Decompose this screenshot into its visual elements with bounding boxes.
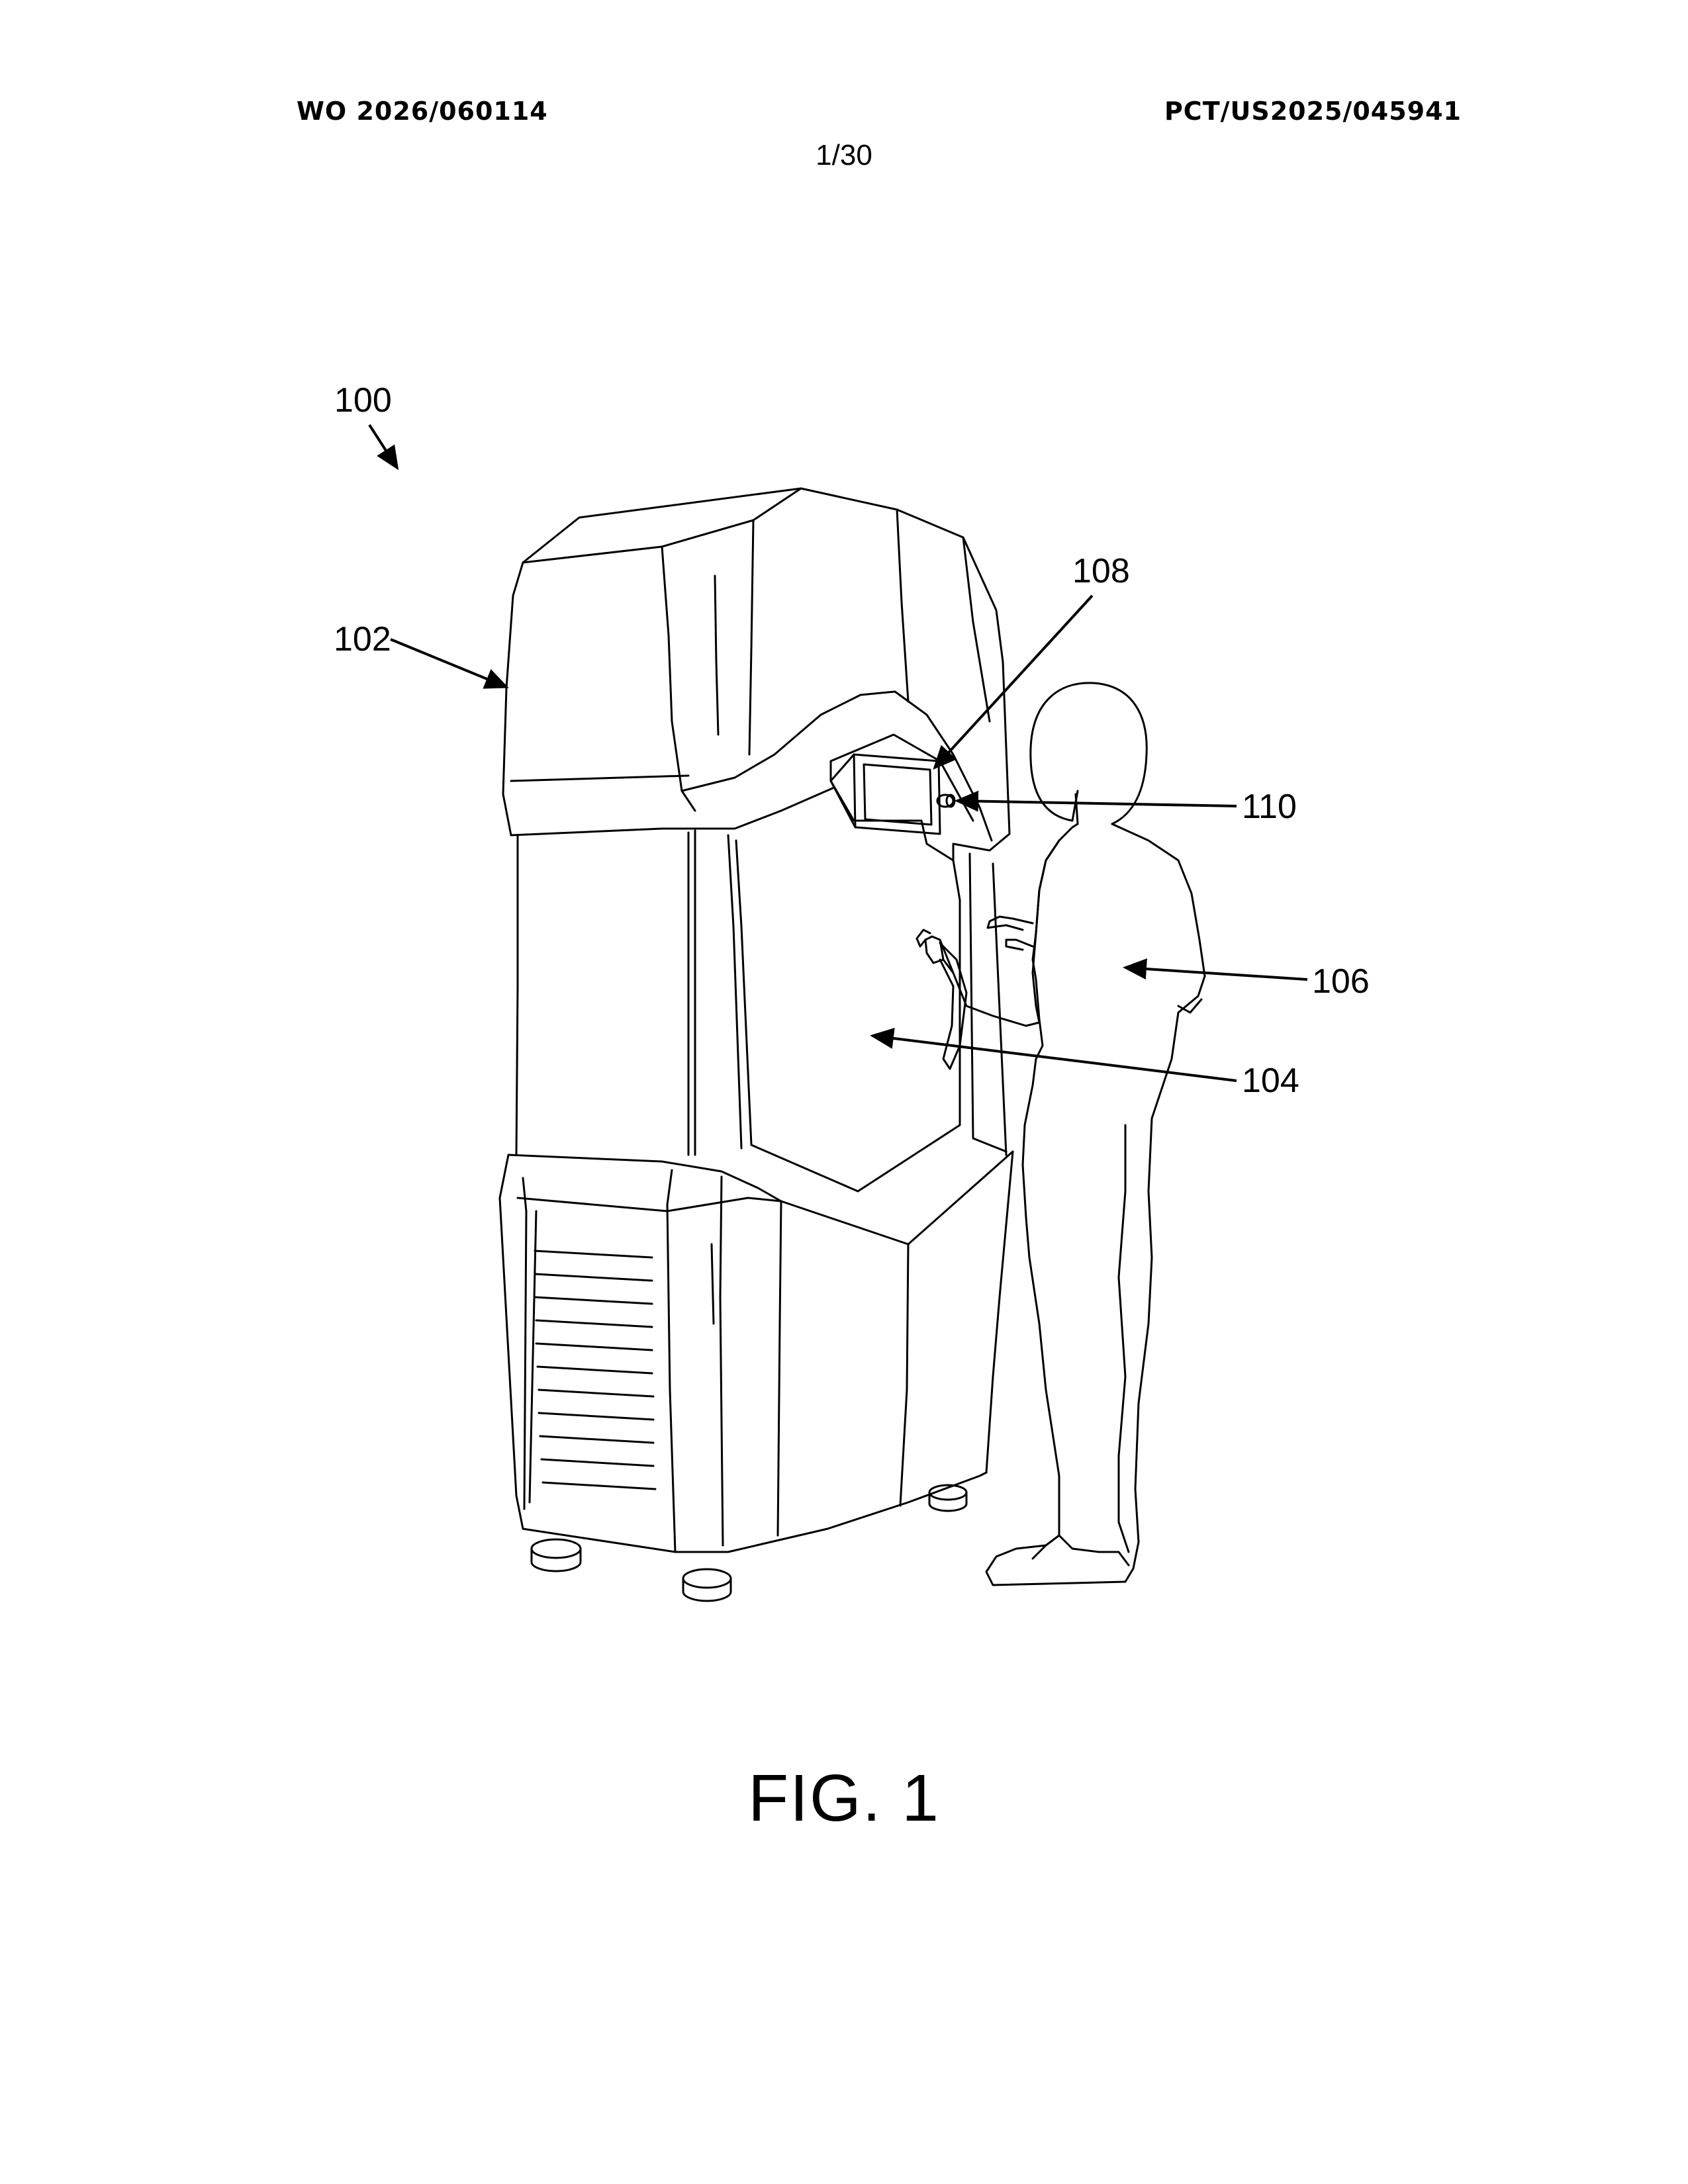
ref-label-100: 100 [334,381,392,420]
leader-106 [1125,968,1307,979]
vent-louvers [535,1251,655,1489]
ref-label-108: 108 [1072,552,1130,590]
leader-100 [369,425,397,468]
ref-label-110: 110 [1242,788,1297,826]
leader-108 [935,596,1092,768]
user-figure [917,683,1205,1585]
leader-lines [369,425,1307,1081]
ref-label-104: 104 [1242,1062,1299,1100]
figure-caption: FIG. 1 [0,1760,1688,1837]
leader-110 [957,801,1237,806]
leader-104 [872,1036,1237,1081]
display-screen [831,754,940,834]
machine-middle-section [516,831,1006,1191]
machine-upper-hood [503,488,1009,860]
machine-lower-base [500,1152,1013,1552]
leader-102 [391,639,506,687]
ref-label-102: 102 [334,620,391,659]
ref-label-106: 106 [1312,962,1370,1001]
